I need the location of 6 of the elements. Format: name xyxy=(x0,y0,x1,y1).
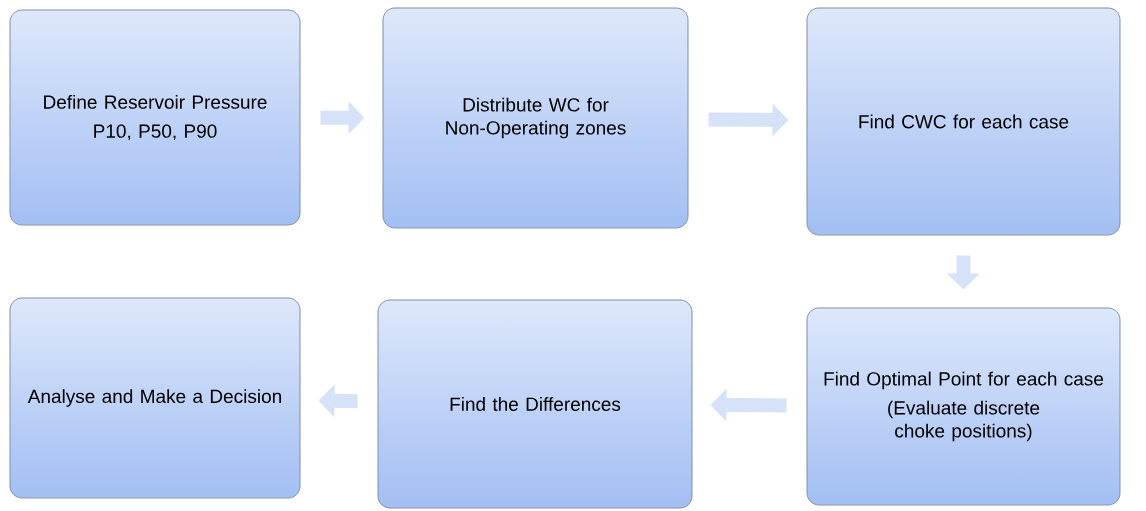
process-box: Distribute WC for Non-Operating zones xyxy=(382,7,689,229)
process-box: Find the Differences xyxy=(377,299,693,509)
process-box: Analyse and Make a Decision xyxy=(9,297,301,499)
process-box: Find CWC for each case xyxy=(806,7,1121,236)
process-box: Find Optimal Point for each case (Evaluate discrete choke positions) xyxy=(806,307,1121,506)
process-box: Define Reservoir Pressure P10, P50, P90 xyxy=(9,9,301,226)
